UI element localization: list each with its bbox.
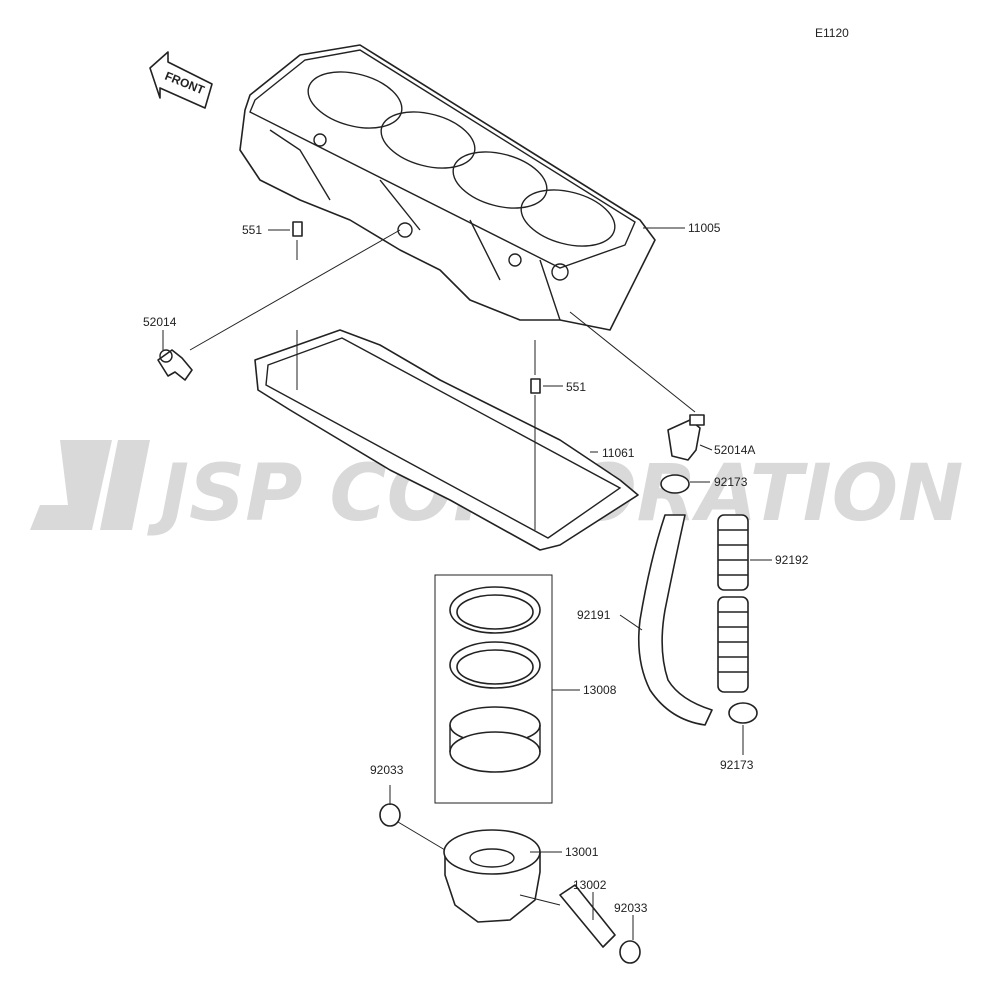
label-92033-right: 92033 <box>614 901 648 915</box>
label-13008: 13008 <box>583 683 617 697</box>
label-11061: 11061 <box>602 446 635 460</box>
circlip-left <box>379 803 401 827</box>
label-92033-left: 92033 <box>370 763 404 777</box>
label-92192: 92192 <box>775 553 809 567</box>
dowel-pin-top <box>292 221 303 237</box>
front-arrow: FRONT <box>149 51 213 109</box>
fitting-52014 <box>157 349 193 381</box>
label-52014: 52014 <box>143 315 177 329</box>
label-13002: 13002 <box>573 878 607 892</box>
cylinder-block <box>239 44 656 331</box>
piston-pin <box>559 884 616 948</box>
watermark-logo-mark <box>30 440 112 530</box>
head-gasket <box>254 329 639 551</box>
circlip-right <box>619 940 641 964</box>
label-11005: 11005 <box>688 221 721 235</box>
label-92191: 92191 <box>577 608 611 622</box>
leader-lines <box>162 227 772 940</box>
label-92173-bottom: 92173 <box>720 758 754 772</box>
fitting-52014A <box>667 414 705 461</box>
hose-92191 <box>637 514 713 726</box>
label-551-top: 551 <box>242 223 262 237</box>
dowel-pin-mid <box>530 378 541 394</box>
hose-clamp-bottom <box>728 702 758 724</box>
part-labels: 11005 551 52014 551 11061 52014A 92173 9… <box>143 221 809 915</box>
label-92173-top: 92173 <box>714 475 748 489</box>
piston <box>443 829 541 923</box>
piston-ring-set <box>434 574 553 804</box>
label-13001: 13001 <box>565 845 599 859</box>
sleeve-92192 <box>717 514 749 693</box>
diagram-code: E1120 <box>815 26 849 40</box>
hose-clamp-top <box>660 474 690 494</box>
label-52014A: 52014A <box>714 443 755 457</box>
watermark-logo-mark-b <box>100 440 150 530</box>
label-551-mid: 551 <box>566 380 586 394</box>
